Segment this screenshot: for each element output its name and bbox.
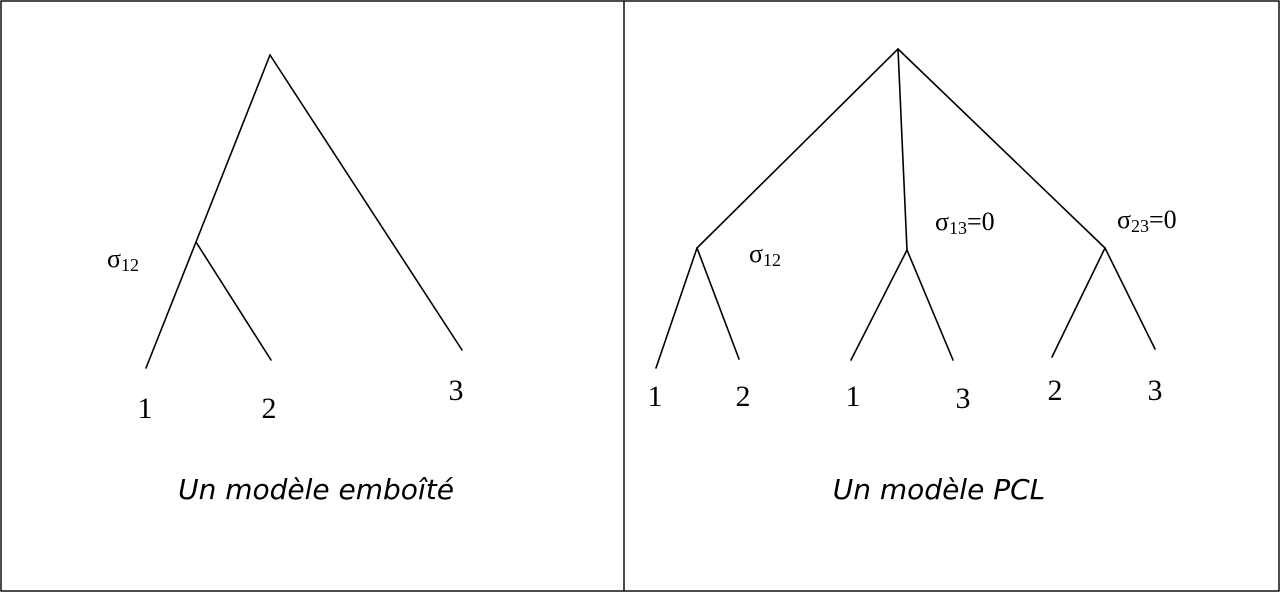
nest-to-leaf-1-branch <box>145 241 197 369</box>
nest-23-to-leaf-2 <box>1051 247 1106 358</box>
nest-to-leaf-2-branch <box>195 241 272 361</box>
root-to-nest-13-branch <box>897 48 908 251</box>
pcl-leaf-label-3a: 3 <box>956 382 971 415</box>
root-to-leaf-3-branch <box>269 54 463 351</box>
nest-12-to-leaf-2 <box>696 247 740 360</box>
caption-pcl-model: Un modèle PCL <box>833 473 1046 506</box>
pcl-tree <box>655 48 1156 369</box>
pcl-leaf-label-1b: 1 <box>846 380 861 413</box>
pcl-leaf-label-1a: 1 <box>648 380 663 413</box>
pcl-leaf-label-2a: 2 <box>736 380 751 413</box>
nest-23-to-leaf-3 <box>1104 247 1156 350</box>
nest-12-to-leaf-1 <box>655 247 698 369</box>
root-to-nest-23-branch <box>897 48 1106 249</box>
leaf-label-1: 1 <box>138 392 153 425</box>
nested-tree <box>145 54 463 369</box>
sigma-12-label: σ12 <box>107 244 139 275</box>
sigma-23-label: σ23=0 <box>1117 205 1177 236</box>
pcl-leaf-label-3b: 3 <box>1148 374 1163 407</box>
leaf-label-3: 3 <box>449 374 464 407</box>
nest-13-to-leaf-1 <box>850 249 908 361</box>
caption-nested-model: Un modèle emboîté <box>178 473 454 506</box>
leaf-label-2: 2 <box>262 392 277 425</box>
sigma-12-label-pcl: σ12 <box>749 239 781 270</box>
sigma-13-label: σ13=0 <box>935 207 995 238</box>
root-to-nest-12-branch <box>696 48 899 249</box>
pcl-leaf-label-2b: 2 <box>1048 374 1063 407</box>
nest-13-to-leaf-3 <box>906 249 954 361</box>
root-to-nest-branch <box>195 54 271 243</box>
